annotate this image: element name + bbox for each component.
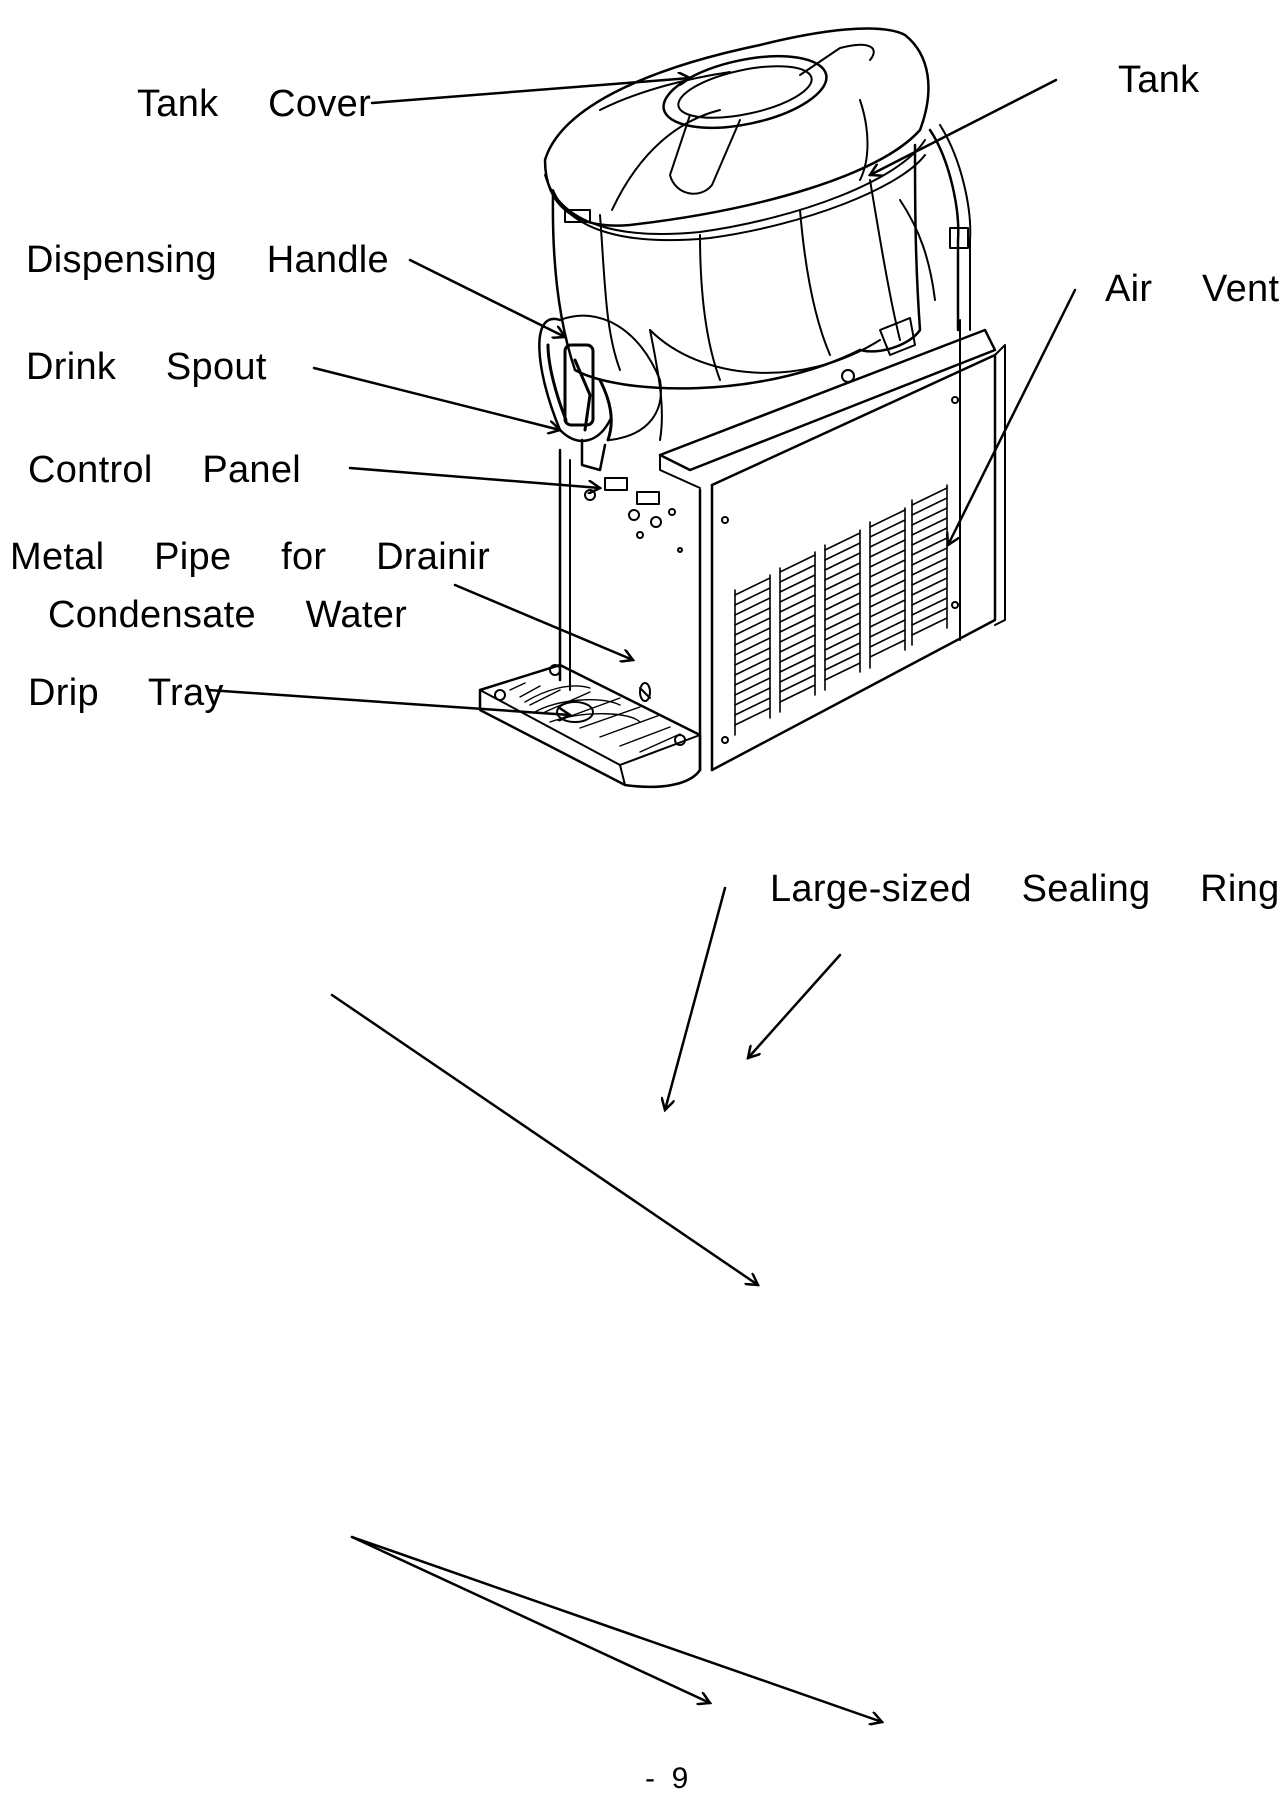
tank-cover-shape — [543, 27, 930, 242]
drip-tray-leader — [206, 688, 570, 715]
sealing-ring-leader-b — [748, 953, 842, 1058]
lower-leader-lines — [330, 886, 882, 1722]
leader-lines — [206, 78, 1077, 715]
dispensing-handle-leader — [408, 258, 565, 337]
label-drip-tray: Drip Tray — [28, 672, 224, 714]
label-tank: Tank — [1118, 59, 1200, 101]
label-control-panel: Control Panel — [28, 449, 302, 491]
control-panel-leader — [348, 466, 600, 488]
label-metal-pipe-line1: Metal Pipe for Drainir — [10, 536, 491, 578]
drip-tray-shape — [478, 663, 702, 789]
drip-tray-holes — [509, 682, 681, 753]
drink-spout-leader — [312, 366, 560, 430]
label-air-vent: Air Vent — [1105, 268, 1280, 310]
spout-assembly-shape — [538, 314, 662, 472]
sealing-ring-leader-a — [665, 886, 727, 1110]
base-cabinet-shape — [558, 317, 1006, 772]
air-vent-louvers — [734, 484, 948, 736]
label-dispensing-handle: Dispensing Handle — [26, 239, 389, 281]
label-sealing-ring: Large-sized Sealing Ring — [770, 868, 1280, 910]
tank-body-shape — [551, 124, 972, 441]
label-drink-spout: Drink Spout — [26, 346, 267, 388]
metal-pipe-leader — [453, 583, 633, 660]
page-number: - 9 — [645, 1762, 689, 1795]
label-metal-pipe-line2: Condensate Water — [48, 594, 408, 636]
lower-leader-d — [350, 1535, 710, 1703]
slush-machine-illustration — [478, 27, 1006, 789]
tank-leader — [870, 78, 1058, 175]
lower-leader-e — [350, 1535, 882, 1722]
air-vent-leader — [948, 288, 1077, 545]
lower-leader-c — [330, 993, 758, 1285]
label-tank-cover: Tank Cover — [137, 83, 372, 125]
tank-cover-leader — [370, 78, 690, 105]
